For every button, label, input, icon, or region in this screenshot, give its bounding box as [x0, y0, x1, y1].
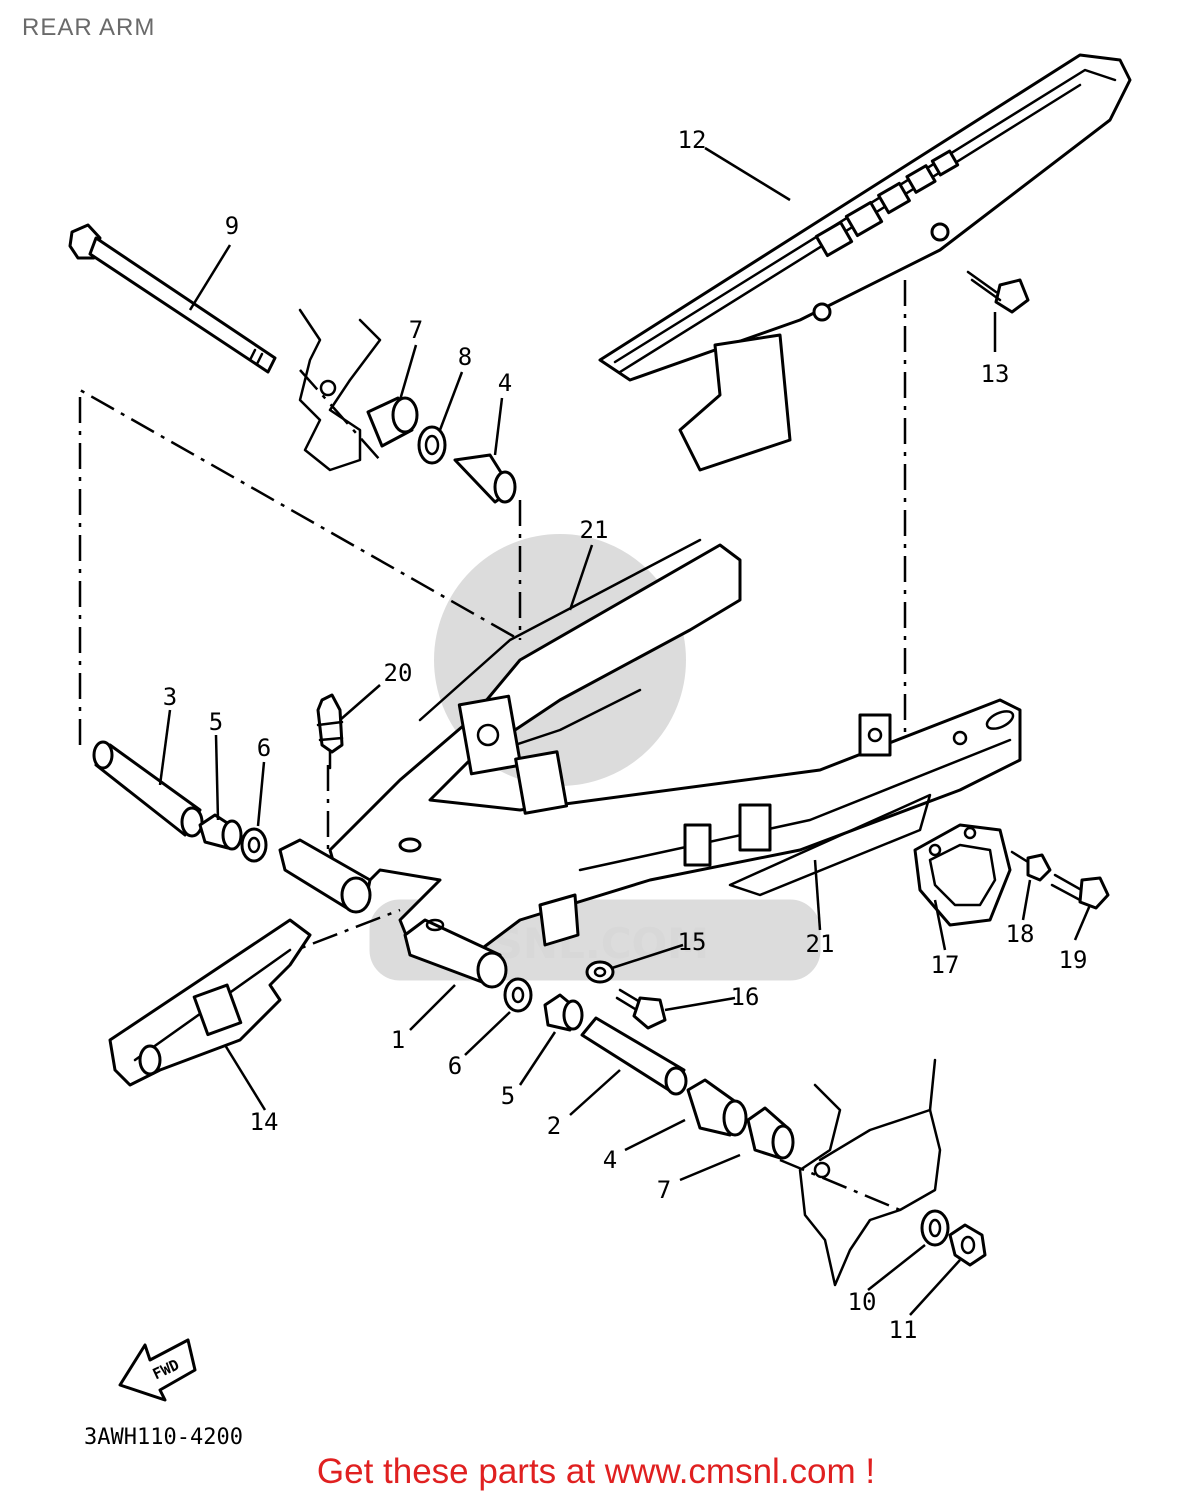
- frame-bracket-upper: [298, 308, 382, 472]
- chain-guide: [108, 918, 312, 1087]
- collar-7-lower: [746, 1106, 795, 1160]
- fwd-arrow-icon: FWD: [118, 1338, 197, 1402]
- callout-13: 13: [981, 360, 1010, 388]
- page-title: REAR ARM: [22, 14, 156, 41]
- bushing-4-lower: [686, 1078, 748, 1137]
- bushing-4-upper: [453, 453, 517, 504]
- callout-1: 1: [391, 1026, 405, 1054]
- diagram-code: 3AWH110-4200: [84, 1425, 243, 1450]
- callout-14: 14: [250, 1108, 279, 1136]
- callout-11: 11: [889, 1316, 918, 1344]
- callout-16: 16: [731, 983, 760, 1011]
- grease-nipple: [316, 693, 344, 770]
- bushing-5-left: [198, 813, 243, 851]
- frame-bracket-lower: [798, 1058, 942, 1287]
- alignment-lines: [78, 280, 907, 1212]
- callout-3: 3: [163, 683, 177, 711]
- washer-15: [585, 960, 615, 984]
- pivot-shaft: [68, 223, 277, 374]
- callout-17: 17: [931, 951, 960, 979]
- callout-7-upper: 7: [409, 316, 423, 344]
- promo-link[interactable]: Get these parts at www.cmsnl.com !: [316, 1452, 876, 1491]
- callout-6-left: 6: [257, 734, 271, 762]
- callout-21-upper: 21: [580, 516, 609, 544]
- washer-10: [920, 1209, 950, 1247]
- callout-20: 20: [384, 659, 413, 687]
- collar-7-upper: [366, 396, 419, 448]
- bolt-16: [615, 988, 667, 1030]
- callout-5-left: 5: [209, 708, 223, 736]
- rear-arm: [278, 538, 1022, 989]
- leader-lines: [158, 146, 1092, 1316]
- bolt-18: [1010, 850, 1052, 882]
- bolt-19: [1050, 873, 1110, 910]
- plate-17: [913, 823, 1012, 927]
- callout-12: 12: [678, 126, 707, 154]
- callout-4-lower: 4: [603, 1146, 617, 1174]
- callout-4-upper: 4: [498, 369, 512, 397]
- bushing-5-right: [543, 993, 584, 1032]
- callouts: 12 13 9 7 8 4 21 20 3 5 6 1 6 5 2 4 7 14…: [163, 126, 1088, 1344]
- callout-21-lower: 21: [806, 930, 835, 958]
- callout-18: 18: [1006, 920, 1035, 948]
- chain-case: [598, 53, 1132, 472]
- washer-6-right: [503, 977, 533, 1013]
- callout-5-right: 5: [501, 1082, 515, 1110]
- nut-11: [948, 1223, 987, 1267]
- bolt-13: [966, 270, 1030, 314]
- callout-2: 2: [547, 1112, 561, 1140]
- callout-6-right: 6: [448, 1052, 462, 1080]
- callout-8: 8: [458, 343, 472, 371]
- pipe-2: [580, 1016, 688, 1096]
- washer-6-left: [240, 827, 268, 863]
- callout-15: 15: [678, 928, 707, 956]
- callout-10: 10: [848, 1288, 877, 1316]
- callout-19: 19: [1059, 946, 1088, 974]
- oil-seal-8: [417, 425, 447, 465]
- callout-9: 9: [225, 212, 239, 240]
- pipe-3: [92, 740, 204, 838]
- callout-7-lower: 7: [657, 1176, 671, 1204]
